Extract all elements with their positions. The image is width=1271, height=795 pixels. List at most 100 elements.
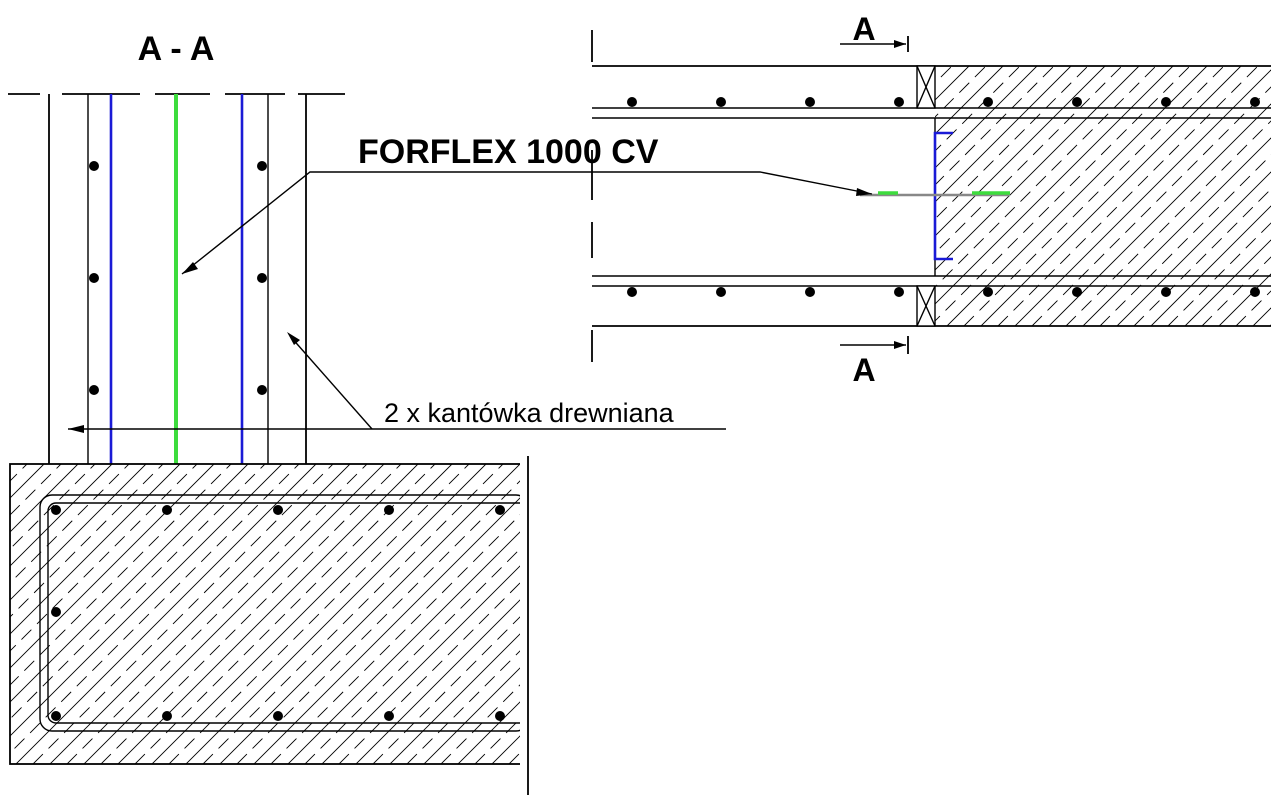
hatch-line [389,625,528,764]
hatch-line [10,464,300,754]
hatch-line [935,66,1191,322]
rebar-dot [89,273,99,283]
hatch-line [946,66,1208,326]
rebar-dot [257,385,267,395]
timber-leader [68,332,726,433]
section-mark-letter-top: A [852,11,875,47]
timber-label: 2 x kantówka drewniana [384,398,675,428]
hatch-line [168,464,470,764]
section-a-a: A - A [8,30,1098,795]
hatch-line [423,659,528,764]
hatch-line [764,464,1064,764]
hatch-line [185,464,487,764]
hatch-line [1150,205,1271,326]
hatch-line [406,642,528,764]
hatch-line [236,472,528,764]
hatch-line [645,464,945,764]
hatch-line [304,540,528,764]
hatch-line [457,693,528,764]
hatch-line [1065,120,1271,326]
hatch-line [49,464,351,764]
section-mark-letter-bottom: A [852,352,875,388]
hatch-line [10,464,79,533]
foundation-slab [9,456,1098,795]
rebar-dot [257,161,267,171]
rebar-dot [51,505,61,515]
rebar-dot [384,711,394,721]
hatch-line [1133,188,1271,326]
hatch-line [1116,171,1271,326]
plan-view: A A [591,11,1271,388]
hatch-line [10,464,113,567]
hatch-line [1099,154,1271,326]
hatch-line [577,464,877,764]
hatch-line [798,464,1098,764]
hatch-line [543,464,843,764]
hatch-line [10,464,283,737]
section-marker-top: A [840,11,909,52]
waterstop-plan [860,131,1010,261]
hatch-line [355,591,528,764]
hatch-line [151,464,453,764]
hatch-line [628,464,928,764]
hatch-line [10,464,249,703]
hatch-line [611,464,911,764]
hatch-line [10,464,11,465]
rebar-row-bottom [627,287,1260,297]
hatch-line [83,464,385,764]
hatch-line [10,464,96,550]
hatch-line [935,66,1174,305]
hatch-line [10,464,266,720]
hatch-line [935,66,1157,288]
hatch-line [1218,273,1271,326]
hatch-line [10,464,164,618]
hatch-line [713,464,1013,764]
hatch-line [1031,86,1271,326]
hatch-line [594,464,894,764]
hatch-line [10,464,130,584]
rebar-dot [89,161,99,171]
rebar-dot [273,505,283,515]
rebar-row-top [627,97,1260,107]
hatch-line [134,464,436,764]
hatch-line [935,66,1004,135]
hatch-line [1082,137,1271,326]
hatch-line [10,464,198,652]
hatch-line [1014,69,1271,326]
section-title: A - A [138,30,215,68]
hatch-line [338,574,528,764]
hatch-line [730,464,1030,764]
rebar-dot [162,505,172,515]
rebar-dot [495,505,505,515]
hatch-line [202,464,504,764]
hatch-line [287,523,528,764]
hatch-line [219,464,521,764]
hatch-line [10,464,147,601]
hatch-line [935,66,1038,169]
hatch-line [321,557,528,764]
hatch-line [662,464,962,764]
hatch-line [32,464,334,764]
hatch-line [10,464,232,686]
timber-joint-top [916,65,936,109]
section-marker-bottom: A [840,336,909,388]
hatch-line [781,464,1081,764]
rebar-dot [257,273,267,283]
hatch-line [508,744,528,764]
hatch-line [696,464,996,764]
hatch-line [747,464,1047,764]
rebar-dot [384,505,394,515]
hatch-line [1184,239,1271,326]
hatch-line [963,66,1225,326]
hatch-line [440,676,528,764]
hatch-line [253,489,528,764]
hatch-line [10,464,62,516]
rebar-dot [51,607,61,617]
rebar-dot [89,385,99,395]
hatch-line [10,464,181,635]
hatch-line [1048,103,1271,326]
hatch-line [100,464,402,764]
hatch-line [10,464,28,482]
hatch-line [997,66,1259,326]
